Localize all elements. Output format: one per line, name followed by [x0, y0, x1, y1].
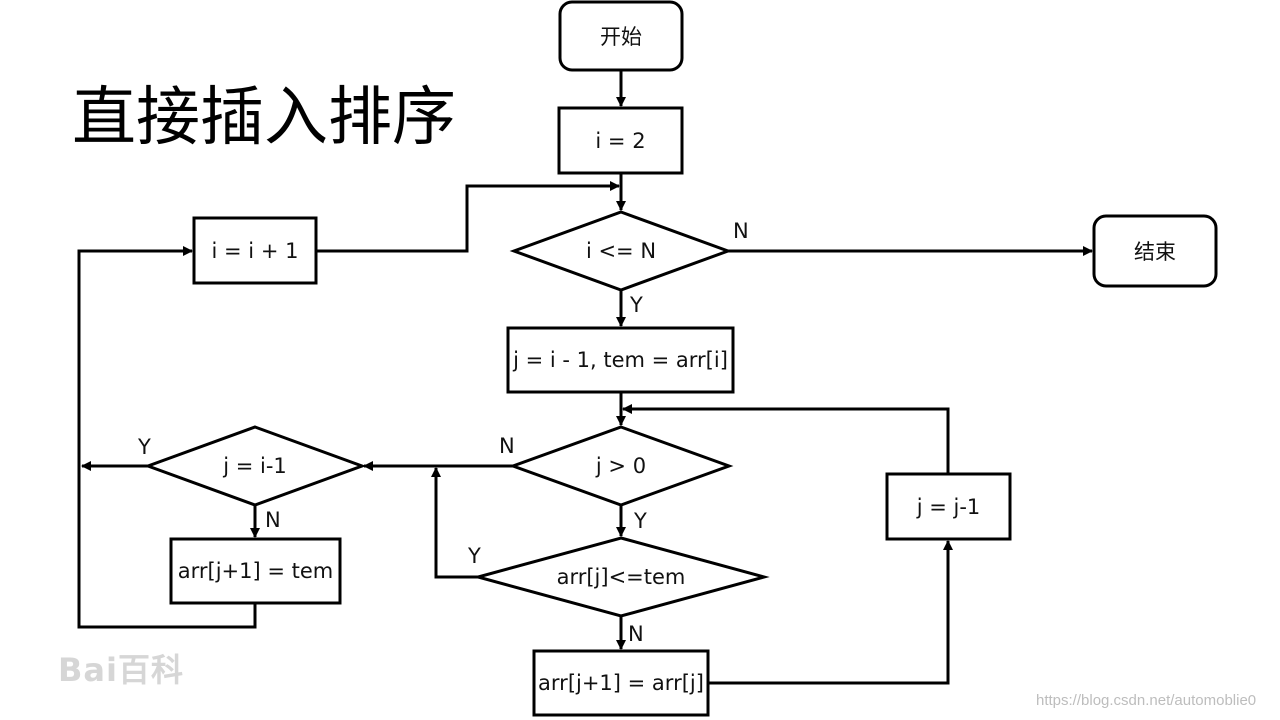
edge-label-last-no: N [265, 508, 281, 532]
edge-label-cond-j-no: N [499, 434, 515, 458]
end-node [1092, 214, 1218, 288]
page-title: 直接插入排序 [72, 81, 456, 155]
baidu-watermark: Bai百科 [58, 651, 184, 689]
edge-label-cond-i-no: N [733, 219, 749, 243]
dec-j-label: j = j-1 [916, 494, 981, 519]
inc-i-label: i = i + 1 [211, 238, 299, 263]
assign-tem-label: arr[j+1] = tem [177, 559, 334, 583]
end-label: 结束 [1134, 240, 1176, 264]
start-label: 开始 [600, 25, 642, 49]
edge-label-cond-j-yes: Y [634, 509, 647, 533]
edge-label-cmp-yes: Y [468, 544, 481, 568]
cond-j-last-label: j = i-1 [223, 454, 287, 478]
shift-label: arr[j+1] = arr[j] [538, 671, 704, 695]
url-watermark: https://blog.csdn.net/automoblie0 [1036, 692, 1257, 709]
edge-cmp-yes [431, 467, 478, 579]
cond-cmp-label: arr[j]<=tem [556, 565, 686, 589]
cond-j-label: j > 0 [595, 454, 647, 478]
set-j-label: j = i - 1, tem = arr[i] [513, 348, 728, 372]
init-i-label: i = 2 [595, 128, 646, 153]
edge-dec-j-back [622, 404, 950, 474]
edge-shift-dec [708, 540, 953, 685]
edge-label-cmp-no: N [628, 622, 644, 646]
cond-i-label: i <= N [585, 239, 657, 263]
edge-assign-loop [77, 246, 257, 629]
edge-label-last-yes: Y [138, 435, 151, 459]
edge-label-cond-i-yes: Y [630, 293, 643, 317]
edge-inc-back [316, 181, 620, 253]
